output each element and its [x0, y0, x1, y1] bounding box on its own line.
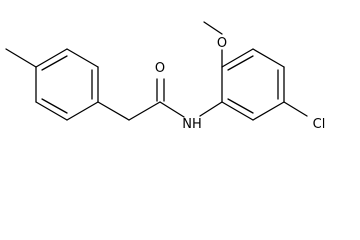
amide-nitrogen-label: NH — [182, 117, 202, 132]
aromatic-inner-bond — [227, 55, 254, 71]
amide-cn-bond — [159, 101, 185, 118]
tolyl-ring — [35, 48, 99, 121]
ring-bond — [35, 101, 68, 121]
ring-bond — [221, 48, 254, 68]
aromatic-inner-bond — [227, 98, 254, 114]
o-methyl-bond — [203, 21, 223, 35]
aromatic-inner-bond — [41, 98, 68, 114]
chloromethoxyphenyl-ring — [221, 48, 285, 121]
ring-bond — [252, 101, 285, 121]
ring-bond — [35, 48, 68, 68]
ring-bond — [66, 101, 99, 121]
ring-bond — [221, 101, 254, 121]
methyl-bond — [5, 48, 37, 68]
n-aryl-bond — [199, 101, 223, 117]
carbonyl-oxygen-label: O — [155, 61, 165, 76]
ch2-carbonyl-bond — [128, 101, 161, 121]
chlorine-label: Cl — [313, 117, 326, 132]
chemical-structure-diagram: O O NH Cl — [5, 21, 326, 132]
c-cl-bond — [283, 101, 308, 117]
ch2-bond — [97, 101, 130, 121]
ring-bond — [66, 48, 99, 68]
methoxy-oxygen-label: O — [217, 36, 227, 51]
aromatic-inner-bond — [41, 55, 68, 71]
ring-bond — [252, 48, 285, 68]
